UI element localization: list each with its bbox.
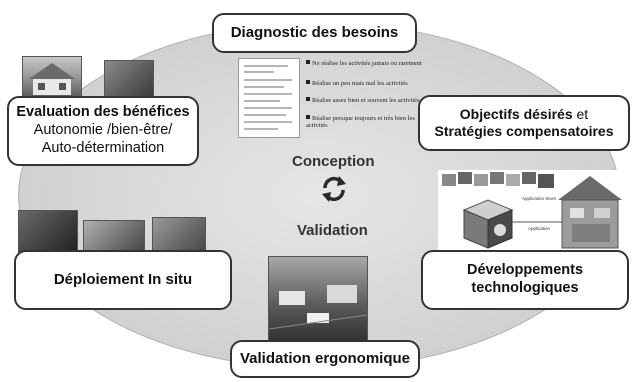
questionnaire-document (238, 58, 300, 138)
diagnostic-box: Diagnostic des besoins (212, 13, 417, 53)
validation-ergonomique-label: Validation ergonomique (239, 349, 411, 367)
questionnaire-item: Réalise un peu mais mal les activités (306, 80, 424, 87)
cycle-arrows-icon (322, 176, 346, 202)
objectifs-label: Objectifs désirés (459, 105, 573, 122)
validation-label: Validation (297, 222, 368, 239)
developpements-line2: technologiques (471, 280, 579, 296)
questionnaire-item: Ne réalise les activités jamais ou rarem… (306, 60, 424, 67)
objectifs-box: Objectifs désirés et Stratégies compensa… (418, 95, 630, 151)
house-photo (22, 56, 82, 98)
objectifs-connector: et (572, 105, 589, 122)
room-photo (104, 60, 154, 98)
diagnostic-label: Diagnostic des besoins (230, 23, 399, 41)
strategies-label: Stratégies compensatoires (434, 123, 614, 139)
evaluation-line1: Autonomie /bien-être/ (33, 122, 173, 139)
developpements-box: Développements technologiques (421, 250, 629, 310)
technology-illustration: Application Store Application (438, 170, 628, 252)
application-label: Application (528, 226, 551, 231)
conception-label: Conception (292, 153, 375, 170)
application-store-label: Application Store (522, 196, 557, 201)
questionnaire-item: Réalise presque toujours et très bien le… (306, 115, 415, 130)
questionnaire-item: Réalise assez bien et souvent les activi… (306, 97, 424, 104)
evaluation-title: Evaluation des bénéfices (16, 104, 190, 121)
evaluation-box: Evaluation des bénéfices Autonomie /bien… (7, 96, 199, 166)
validation-ergonomique-box: Validation ergonomique (230, 340, 420, 378)
developpements-line1: Développements (466, 262, 584, 279)
deploiement-box: Déploiement In situ (14, 250, 232, 310)
smart-home-photo (268, 256, 368, 346)
deployment-photo-1 (18, 210, 78, 254)
deploiement-label: Déploiement In situ (53, 270, 193, 288)
evaluation-line2: Auto-détermination (41, 139, 165, 156)
